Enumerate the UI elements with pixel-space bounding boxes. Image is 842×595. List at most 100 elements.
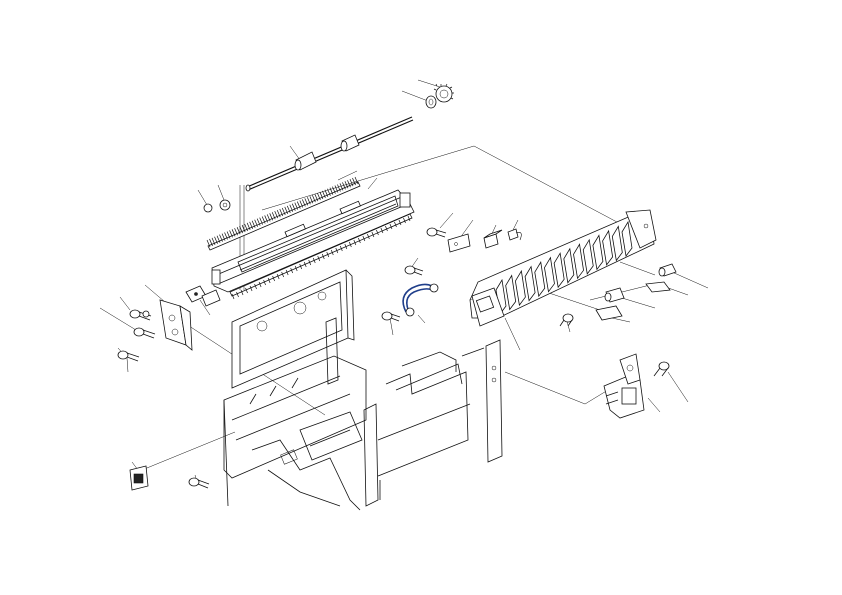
brush-bristle bbox=[304, 198, 309, 206]
guide-fin bbox=[553, 252, 565, 289]
brush-bristle bbox=[229, 230, 233, 238]
left-bracket bbox=[159, 299, 193, 351]
brush-bristle bbox=[269, 213, 274, 221]
brush-bristle bbox=[256, 218, 261, 226]
unit-tooth bbox=[367, 233, 370, 240]
brush-bristle bbox=[206, 239, 211, 248]
guide-fin bbox=[544, 256, 555, 293]
unit-tooth bbox=[403, 217, 406, 224]
brush-bristle bbox=[236, 227, 241, 235]
connector-small bbox=[507, 228, 522, 241]
unit-tooth bbox=[394, 221, 397, 228]
brush-bristle bbox=[271, 212, 276, 220]
unit-tooth bbox=[294, 265, 298, 272]
brush-bristle bbox=[289, 204, 294, 212]
brush-bristle bbox=[319, 191, 324, 200]
unit-tooth bbox=[267, 277, 271, 284]
main-frame bbox=[223, 269, 503, 511]
guide-fin bbox=[563, 247, 575, 284]
brush-bristle bbox=[264, 215, 269, 223]
unit-tooth bbox=[326, 251, 330, 258]
unit-tooth bbox=[299, 263, 303, 270]
unit-tooth bbox=[236, 291, 239, 298]
brush-bristle bbox=[347, 180, 351, 188]
unit-tooth bbox=[335, 247, 339, 254]
unit-tooth bbox=[353, 239, 357, 246]
screw-left-2 bbox=[133, 327, 156, 339]
brush-bristle bbox=[219, 234, 223, 242]
brush-bristle bbox=[231, 229, 236, 237]
finned-guide bbox=[469, 209, 657, 327]
unit-tooth bbox=[398, 219, 402, 226]
brush-bristle bbox=[211, 237, 216, 246]
drive-gear bbox=[433, 83, 454, 103]
brush-bristle bbox=[312, 195, 316, 203]
brush-bristle bbox=[226, 231, 231, 239]
unit-tooth bbox=[371, 231, 375, 238]
brush-bristle bbox=[337, 184, 341, 192]
brush-bristle bbox=[209, 238, 213, 247]
unit-tooth bbox=[276, 273, 280, 280]
unit-tooth bbox=[349, 241, 352, 248]
guide-fin bbox=[514, 269, 526, 307]
guide-fin bbox=[611, 225, 623, 262]
brush-bristle bbox=[261, 216, 266, 224]
connector-block bbox=[483, 229, 503, 249]
leader-lines bbox=[99, 79, 709, 486]
unit-tooth bbox=[358, 237, 361, 244]
unit-tooth bbox=[249, 285, 253, 292]
guide-fin bbox=[573, 243, 584, 280]
brush-bristle bbox=[259, 217, 263, 225]
unit-tooth bbox=[330, 249, 334, 256]
unit-tooth bbox=[317, 255, 321, 262]
brush-bristle bbox=[234, 228, 238, 236]
brush-bristle bbox=[329, 187, 334, 195]
unit-tooth bbox=[245, 287, 248, 294]
brush-bristle bbox=[324, 189, 329, 197]
brush-bristle bbox=[284, 206, 289, 215]
brush-bristle bbox=[241, 224, 246, 233]
brush-bristle bbox=[239, 225, 243, 234]
screw-solenoid bbox=[653, 361, 670, 377]
shaft-roller-left bbox=[294, 151, 317, 171]
unit-tooth bbox=[308, 259, 312, 266]
solenoid-assembly bbox=[603, 353, 645, 419]
unit-tooth bbox=[321, 253, 325, 260]
brush-bristle bbox=[327, 188, 331, 196]
brush-bristle bbox=[274, 211, 279, 219]
unit-tooth bbox=[231, 293, 235, 300]
shaft-roller-right bbox=[340, 134, 360, 152]
brush-bristle bbox=[314, 193, 319, 202]
unit-tooth bbox=[407, 215, 411, 222]
unit-tooth bbox=[389, 223, 393, 230]
unit-tooth bbox=[376, 229, 379, 236]
brush-bristle bbox=[309, 196, 314, 204]
unit-tooth bbox=[258, 281, 262, 288]
unit-tooth bbox=[312, 257, 316, 264]
guide-fin bbox=[534, 260, 546, 298]
roller-right-2 bbox=[604, 287, 625, 303]
connector-bracket bbox=[447, 233, 471, 253]
brush-bristle bbox=[332, 186, 336, 194]
unit-tooth bbox=[254, 283, 257, 290]
clip-right-2 bbox=[595, 305, 623, 321]
screw-bottom bbox=[188, 477, 210, 489]
bushing-top bbox=[425, 95, 437, 109]
brush-bristle bbox=[266, 214, 271, 222]
brush-bristle bbox=[216, 235, 221, 243]
brush-bristle bbox=[244, 223, 248, 232]
brush-bristle bbox=[281, 207, 286, 216]
brush-bristle bbox=[296, 201, 301, 209]
unit-tooth bbox=[344, 243, 348, 250]
brush-bristle bbox=[352, 177, 356, 186]
brush-bristle bbox=[279, 208, 284, 217]
unit-tooth bbox=[385, 225, 388, 232]
guide-fin bbox=[592, 234, 604, 271]
brush-bristle bbox=[291, 203, 296, 211]
unit-tooth bbox=[303, 261, 307, 268]
roller-right-1 bbox=[658, 263, 677, 277]
guide-fin bbox=[582, 238, 594, 275]
brush-bristle bbox=[302, 199, 306, 207]
unit-tooth bbox=[281, 271, 284, 278]
